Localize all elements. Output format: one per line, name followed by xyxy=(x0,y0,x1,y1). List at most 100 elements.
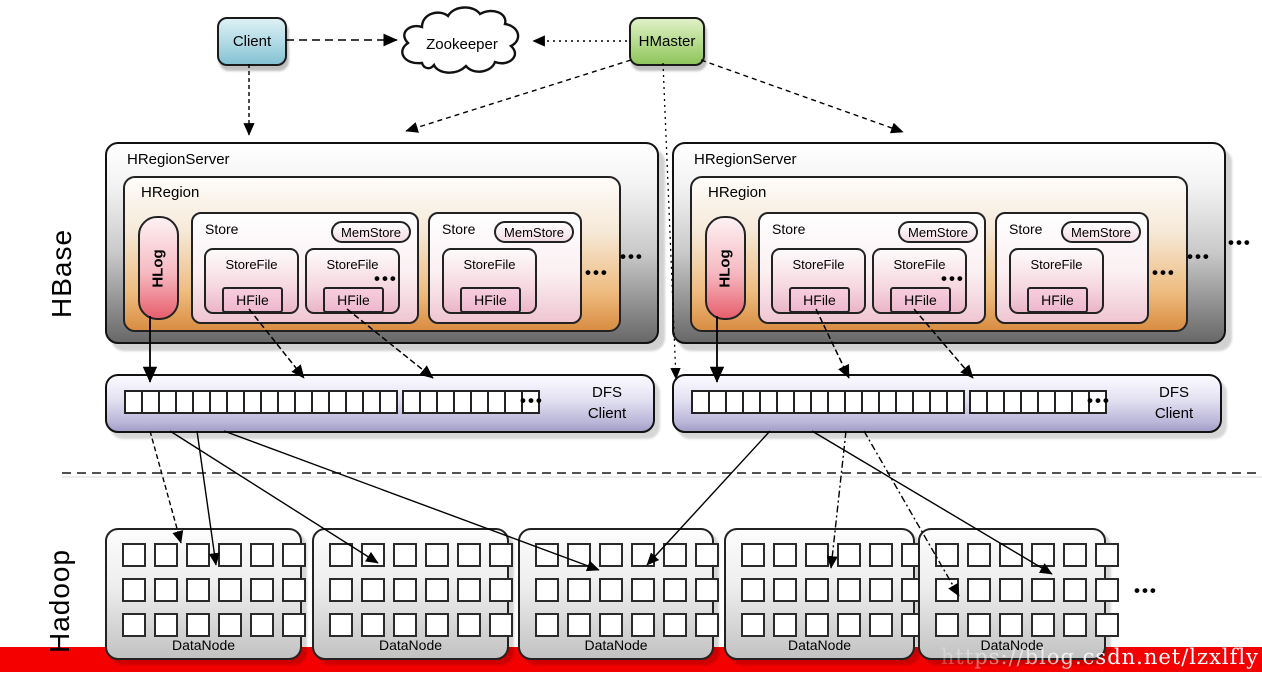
block-cell xyxy=(1095,613,1119,637)
block-cell xyxy=(186,613,210,637)
block-cell xyxy=(282,543,306,567)
store-1a: Store MemStore StoreFile HFile StoreFile… xyxy=(191,212,419,324)
block-cell xyxy=(567,543,591,567)
block-cell xyxy=(869,543,893,567)
block-cell xyxy=(457,578,481,602)
dfs-client-1-label: DFS Client xyxy=(569,382,645,424)
hregion-1: HRegion HLog Store MemStore StoreFile HF… xyxy=(123,176,621,332)
block-cell xyxy=(282,578,306,602)
block-cell xyxy=(361,613,385,637)
block-cell xyxy=(1031,613,1055,637)
block-cell xyxy=(329,613,353,637)
storefile-2a2-label: StoreFile xyxy=(893,257,946,272)
watermark-url: https://blog.csdn.net/lzxlfly xyxy=(940,645,1259,669)
block-cell xyxy=(773,613,797,637)
block-cell xyxy=(631,543,655,567)
memstore-2a: MemStore xyxy=(898,221,978,243)
block-cell xyxy=(869,613,893,637)
datanode-3: DataNode xyxy=(518,528,719,660)
block-cell xyxy=(663,578,687,602)
block-cell xyxy=(967,613,991,637)
block-cell xyxy=(154,578,178,602)
block-cell xyxy=(535,613,559,637)
block-cell xyxy=(186,543,210,567)
store-2b: Store MemStore StoreFile HFile xyxy=(995,212,1149,324)
datanode-2: DataNode xyxy=(312,528,513,660)
block-cell xyxy=(935,578,959,602)
hregion-1-title: HRegion xyxy=(141,184,200,201)
block-cell xyxy=(218,578,242,602)
hlog-1: HLog xyxy=(138,216,179,320)
block-cell xyxy=(805,613,829,637)
dfs-label-line1: DFS xyxy=(1159,384,1189,401)
datanode-3-blocks xyxy=(535,543,719,637)
block-cell xyxy=(935,613,959,637)
block-cell xyxy=(489,543,513,567)
dfs-client-1: ••• DFS Client xyxy=(105,374,655,433)
datanode-5: DataNode xyxy=(918,528,1119,660)
datanode-3-label: DataNode xyxy=(584,637,648,653)
block-cell xyxy=(535,543,559,567)
block-cell xyxy=(773,578,797,602)
block-cell xyxy=(393,543,417,567)
block-cell xyxy=(250,578,274,602)
hregion-2-title: HRegion xyxy=(708,184,767,201)
block-cell xyxy=(379,390,398,414)
dfs1-block-group-2 xyxy=(260,390,398,414)
hfile-1a2: HFile xyxy=(323,287,384,313)
block-cell xyxy=(425,543,449,567)
block-cell xyxy=(741,578,765,602)
block-cell xyxy=(599,578,623,602)
block-cell xyxy=(1095,543,1119,567)
block-cell xyxy=(805,543,829,567)
block-cell xyxy=(361,578,385,602)
block-cell xyxy=(1095,578,1119,602)
block-cell xyxy=(663,543,687,567)
block-cell xyxy=(489,613,513,637)
block-cell xyxy=(805,578,829,602)
block-cell xyxy=(250,613,274,637)
storefile-1b1-label: StoreFile xyxy=(463,257,516,272)
dfs2-block-group-1 xyxy=(691,390,829,414)
datanode-2-label: DataNode xyxy=(378,637,443,653)
hlog-2: HLog xyxy=(705,216,746,320)
block-cell xyxy=(361,543,385,567)
block-cell xyxy=(393,613,417,637)
block-cell xyxy=(837,613,861,637)
block-cell xyxy=(741,543,765,567)
storefile-1a1: StoreFile HFile xyxy=(204,248,299,314)
block-cell xyxy=(282,613,306,637)
dfs2-block-group-3 xyxy=(969,390,1107,414)
memstore-1a: MemStore xyxy=(331,221,411,243)
datanode-5-label: DataNode xyxy=(980,637,1044,653)
block-cell xyxy=(1063,613,1087,637)
block-cell xyxy=(935,543,959,567)
block-cell xyxy=(122,613,146,637)
more-datanodes-ellipsis: ••• xyxy=(1134,581,1158,600)
hmaster-node: HMaster xyxy=(629,17,705,66)
hfile-2b1: HFile xyxy=(1027,287,1088,313)
datanode-4-blocks xyxy=(741,543,925,637)
hregionserver-2: HRegionServer HRegion HLog Store MemStor… xyxy=(672,142,1226,344)
storefile-2a1-label: StoreFile xyxy=(792,257,845,272)
hbase-layer-label: HBase xyxy=(46,228,77,318)
block-cell xyxy=(773,543,797,567)
datanode-1-label: DataNode xyxy=(171,637,236,653)
block-cell xyxy=(999,543,1023,567)
storefile-2b1: StoreFile HFile xyxy=(1009,248,1104,314)
block-cell xyxy=(457,543,481,567)
hregionserver-2-title: HRegionServer xyxy=(694,151,797,168)
block-cell xyxy=(663,613,687,637)
dfs-client-2-label: DFS Client xyxy=(1136,382,1212,424)
datanode-1: DataNode xyxy=(105,528,306,660)
datanode-4: DataNode xyxy=(724,528,925,660)
dfs-label-line2: Client xyxy=(587,405,627,422)
block-cell xyxy=(567,578,591,602)
arrow-dfs1-datanode1-a xyxy=(149,430,184,544)
store-2b-title: Store xyxy=(1009,221,1043,237)
store-1b-title: Store xyxy=(442,221,476,237)
more-stores-ellipsis: ••• xyxy=(1152,263,1176,282)
block-cell xyxy=(967,578,991,602)
hfile-1b1: HFile xyxy=(460,287,521,313)
